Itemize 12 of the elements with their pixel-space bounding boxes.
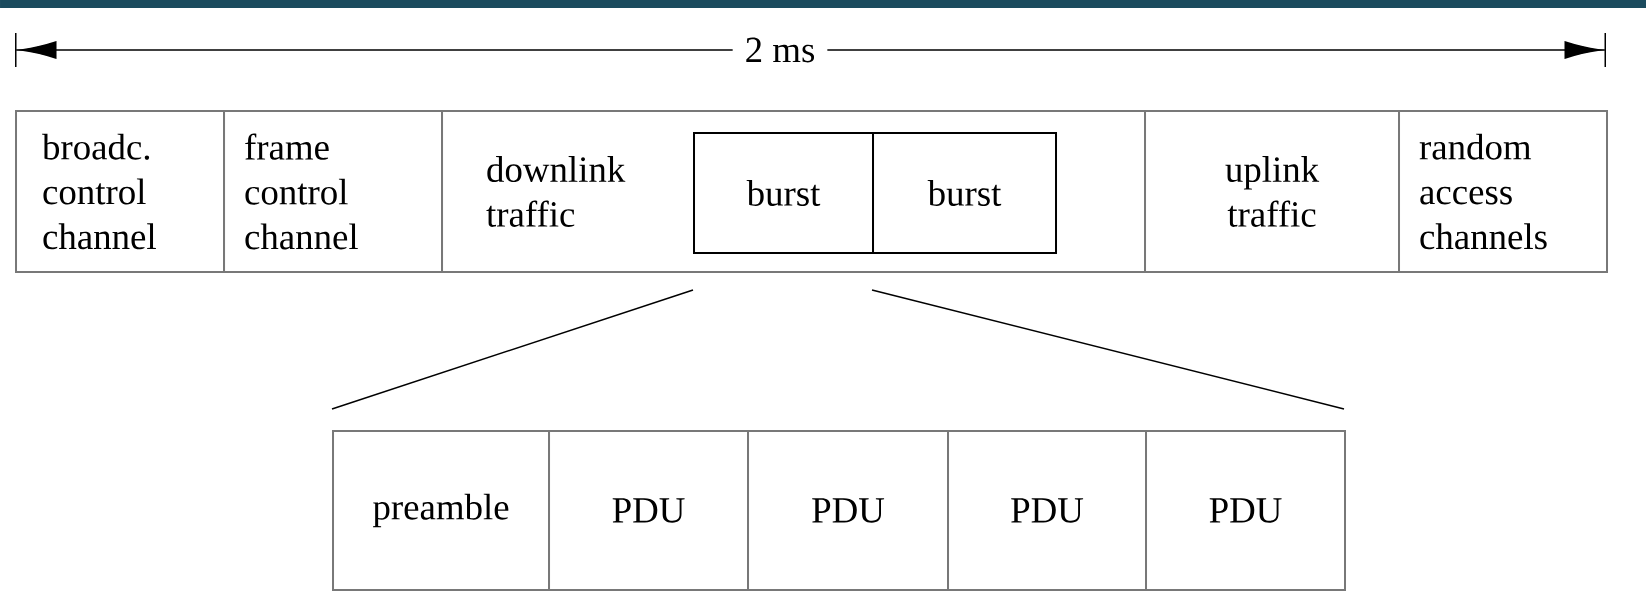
- burst-field-cell: PDU: [548, 430, 749, 591]
- burst-field-cell: PDU: [747, 430, 949, 591]
- burst-field-cell: preamble: [332, 430, 550, 591]
- frame-cell: random access channels: [1398, 110, 1608, 273]
- burst-cell: burst: [693, 132, 874, 254]
- burst-cell: burst: [872, 132, 1057, 254]
- frame-cell: uplink traffic: [1144, 110, 1400, 273]
- frame-cell: broadc. control channel: [15, 110, 225, 273]
- burst-field-cell: PDU: [1145, 430, 1346, 591]
- frame-cell: frame control channel: [223, 110, 443, 273]
- dimension-label: 2 ms: [732, 35, 828, 65]
- burst-field-cell: PDU: [947, 430, 1147, 591]
